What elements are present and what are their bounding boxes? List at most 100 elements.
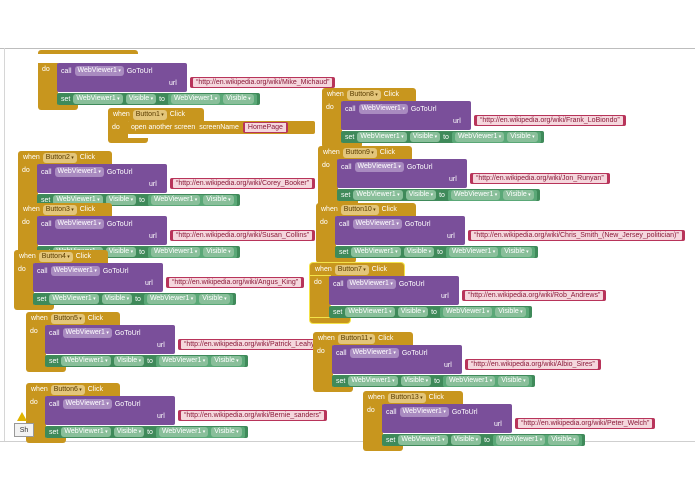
click-event-block-partial[interactable]: docallWebViewer1GoToUrlurlhttp://en.wiki… (38, 50, 375, 112)
get-visible-block[interactable]: WebViewer1Visible (451, 131, 541, 143)
component-dropdown[interactable]: Button13 (387, 392, 426, 403)
webviewer-dropdown[interactable]: WebViewer1 (352, 219, 402, 229)
set-visible-block[interactable]: setWebViewer1VisibletoWebViewer1Visible (335, 246, 538, 258)
property-dropdown[interactable]: Visible (397, 307, 429, 317)
component-dropdown[interactable]: Button11 (337, 333, 376, 344)
url-string[interactable]: http://en.wikipedia.org/wiki/Frank_LoBio… (477, 116, 623, 125)
webviewer-dropdown[interactable]: WebViewer1 (53, 195, 103, 205)
webviewer-dropdown[interactable]: WebViewer1 (158, 356, 209, 366)
url-string[interactable]: http://en.wikipedia.org/wiki/Corey_Booke… (173, 179, 313, 188)
component-dropdown[interactable]: Button8 (346, 89, 381, 100)
click-event-block-button3[interactable]: whenButton3ClickdocallWebViewer1GoToUrlu… (18, 203, 359, 265)
webviewer-dropdown[interactable]: WebViewer1 (170, 94, 221, 104)
call-gotourl-block[interactable]: callWebViewer1GoToUrlurlhttp://en.wikipe… (335, 216, 685, 245)
property-dropdown[interactable]: Visible (495, 307, 526, 317)
webviewer-dropdown[interactable]: WebViewer1 (62, 328, 112, 338)
component-dropdown[interactable]: Button5 (50, 313, 85, 324)
url-string[interactable]: http://en.wikipedia.org/wiki/Angus_King (169, 278, 302, 287)
webviewer-dropdown[interactable]: WebViewer1 (348, 376, 398, 386)
url-string[interactable]: http://en.wikipedia.org/wiki/Susan_Colli… (173, 231, 313, 240)
set-visible-block[interactable]: setWebViewer1VisibletoWebViewer1Visible (33, 293, 236, 305)
get-visible-block[interactable]: WebViewer1Visible (147, 194, 237, 206)
call-gotourl-block[interactable]: callWebViewer1GoToUrlurlhttp://en.wikipe… (37, 164, 316, 193)
url-string[interactable]: http://en.wikipedia.org/wiki/Peter_Welch (518, 419, 653, 428)
component-dropdown[interactable]: Button4 (38, 251, 73, 262)
webviewer-dropdown[interactable]: WebViewer1 (445, 376, 496, 386)
set-visible-block[interactable]: setWebViewer1VisibletoWebViewer1Visible (341, 131, 544, 143)
component-dropdown[interactable]: Button3 (42, 204, 77, 215)
webviewer-dropdown[interactable]: WebViewer1 (346, 279, 396, 289)
set-visible-block[interactable]: setWebViewer1VisibletoWebViewer1Visible (332, 375, 535, 387)
url-string[interactable]: http://en.wikipedia.org/wiki/Chris_Smith… (471, 231, 682, 240)
warning-indicator[interactable]: Sh (14, 423, 34, 437)
set-visible-block[interactable]: setWebViewer1VisibletoWebViewer1Visible (45, 355, 248, 367)
call-gotourl-block[interactable]: callWebViewer1GoToUrlurlhttp://en.wikipe… (45, 396, 328, 425)
property-dropdown[interactable]: Visible (507, 132, 538, 142)
webviewer-dropdown[interactable]: WebViewer1 (448, 247, 499, 257)
webviewer-dropdown[interactable]: WebViewer1 (61, 356, 111, 366)
call-gotourl-block[interactable]: callWebViewer1GoToUrlurlhttp://en.wikipe… (37, 216, 316, 245)
click-event-block-button8[interactable]: whenButton8ClickdocallWebViewer1GoToUrlu… (322, 88, 667, 150)
get-visible-block[interactable]: WebViewer1Visible (147, 246, 237, 258)
webviewer-dropdown[interactable]: WebViewer1 (61, 427, 111, 437)
webviewer-dropdown[interactable]: WebViewer1 (353, 190, 403, 200)
url-text-block[interactable]: http://en.wikipedia.org/wiki/Peter_Welch (515, 418, 656, 429)
property-dropdown[interactable]: Visible (501, 247, 532, 257)
webviewer-dropdown[interactable]: WebViewer1 (358, 104, 408, 114)
get-visible-block[interactable]: WebViewer1Visible (492, 434, 582, 446)
click-event-block-button10[interactable]: whenButton10ClickdocallWebViewer1GoToUrl… (316, 203, 695, 265)
webviewer-dropdown[interactable]: WebViewer1 (73, 94, 123, 104)
webviewer-dropdown[interactable]: WebViewer1 (495, 435, 546, 445)
url-text-block[interactable]: http://en.wikipedia.org/wiki/Susan_Colli… (170, 230, 316, 241)
call-gotourl-block[interactable]: callWebViewer1GoToUrlurlhttp://en.wikipe… (332, 345, 601, 374)
property-dropdown[interactable]: Visible (498, 376, 529, 386)
property-dropdown[interactable]: Visible (409, 132, 441, 142)
url-text-block[interactable]: http://en.wikipedia.org/wiki/Chris_Smith… (468, 230, 685, 241)
call-gotourl-block[interactable]: callWebViewer1GoToUrlurlhttp://en.wikipe… (45, 325, 323, 354)
url-text-block[interactable]: http://en.wikipedia.org/wiki/Patrick_Lea… (178, 339, 323, 350)
click-event-block-button6[interactable]: whenButton6ClickdocallWebViewer1GoToUrlu… (26, 383, 371, 445)
url-text-block[interactable]: http://en.wikipedia.org/wiki/Frank_LoBio… (474, 115, 626, 126)
call-gotourl-block[interactable]: callWebViewer1GoToUrlurlhttp://en.wikipe… (341, 101, 626, 130)
set-visible-block[interactable]: setWebViewer1VisibletoWebViewer1Visible (45, 426, 248, 438)
webviewer-dropdown[interactable]: WebViewer1 (450, 190, 501, 200)
webviewer-dropdown[interactable]: WebViewer1 (357, 132, 407, 142)
property-dropdown[interactable]: Visible (400, 376, 432, 386)
url-string[interactable]: http://en.wikipedia.org/wiki/Jon_Runyan (473, 174, 607, 183)
url-string[interactable]: http://en.wikipedia.org/wiki/Patrick_Lea… (181, 340, 320, 349)
component-dropdown[interactable]: Button1 (132, 109, 167, 120)
get-visible-block[interactable]: WebViewer1Visible (143, 293, 233, 305)
url-text-block[interactable]: http://en.wikipedia.org/wiki/Jon_Runyan (470, 173, 610, 184)
open-another-screen-block[interactable]: open another screen screenName HomePage (127, 121, 315, 134)
url-text-block[interactable]: http://en.wikipedia.org/wiki/Angus_King (166, 277, 305, 288)
webviewer-dropdown[interactable]: WebViewer1 (54, 167, 104, 177)
call-gotourl-block[interactable]: callWebViewer1GoToUrlurlhttp://en.wikipe… (337, 159, 610, 188)
get-visible-block[interactable]: WebViewer1Visible (439, 306, 529, 318)
click-event-block-button9[interactable]: whenButton9ClickdocallWebViewer1GoToUrlu… (318, 146, 647, 208)
webviewer-dropdown[interactable]: WebViewer1 (442, 307, 493, 317)
property-dropdown[interactable]: Visible (199, 294, 230, 304)
webviewer-dropdown[interactable]: WebViewer1 (50, 266, 100, 276)
click-event-block-button11[interactable]: whenButton11ClickdocallWebViewer1GoToUrl… (313, 332, 646, 394)
property-dropdown[interactable]: Visible (113, 356, 145, 366)
component-dropdown[interactable]: Button6 (50, 384, 85, 395)
webviewer-dropdown[interactable]: WebViewer1 (150, 195, 201, 205)
property-dropdown[interactable]: Visible (223, 94, 254, 104)
webviewer-dropdown[interactable]: WebViewer1 (150, 247, 201, 257)
set-visible-block[interactable]: setWebViewer1VisibletoWebViewer1Visible (337, 189, 540, 201)
get-visible-block[interactable]: WebViewer1Visible (447, 189, 537, 201)
property-dropdown[interactable]: Visible (211, 356, 242, 366)
url-string[interactable]: http://en.wikipedia.org/wiki/Albio_Sires (468, 360, 598, 369)
webviewer-dropdown[interactable]: WebViewer1 (399, 407, 449, 417)
call-gotourl-block[interactable]: callWebViewer1GoToUrlurlhttp://en.wikipe… (329, 276, 607, 305)
url-text-block[interactable]: http://en.wikipedia.org/wiki/Mike_Michau… (190, 77, 336, 88)
url-string[interactable]: http://en.wikipedia.org/wiki/Rob_Andrews (465, 291, 604, 300)
webviewer-dropdown[interactable]: WebViewer1 (454, 132, 505, 142)
get-visible-block[interactable]: WebViewer1Visible (155, 426, 245, 438)
set-visible-block[interactable]: setWebViewer1VisibletoWebViewer1Visible (57, 93, 260, 105)
property-dropdown[interactable]: Visible (450, 435, 482, 445)
webviewer-dropdown[interactable]: WebViewer1 (351, 247, 401, 257)
url-text-block[interactable]: http://en.wikipedia.org/wiki/Bernie_sand… (178, 410, 328, 421)
get-visible-block[interactable]: WebViewer1Visible (167, 93, 257, 105)
url-text-block[interactable]: http://en.wikipedia.org/wiki/Albio_Sires (465, 359, 601, 370)
